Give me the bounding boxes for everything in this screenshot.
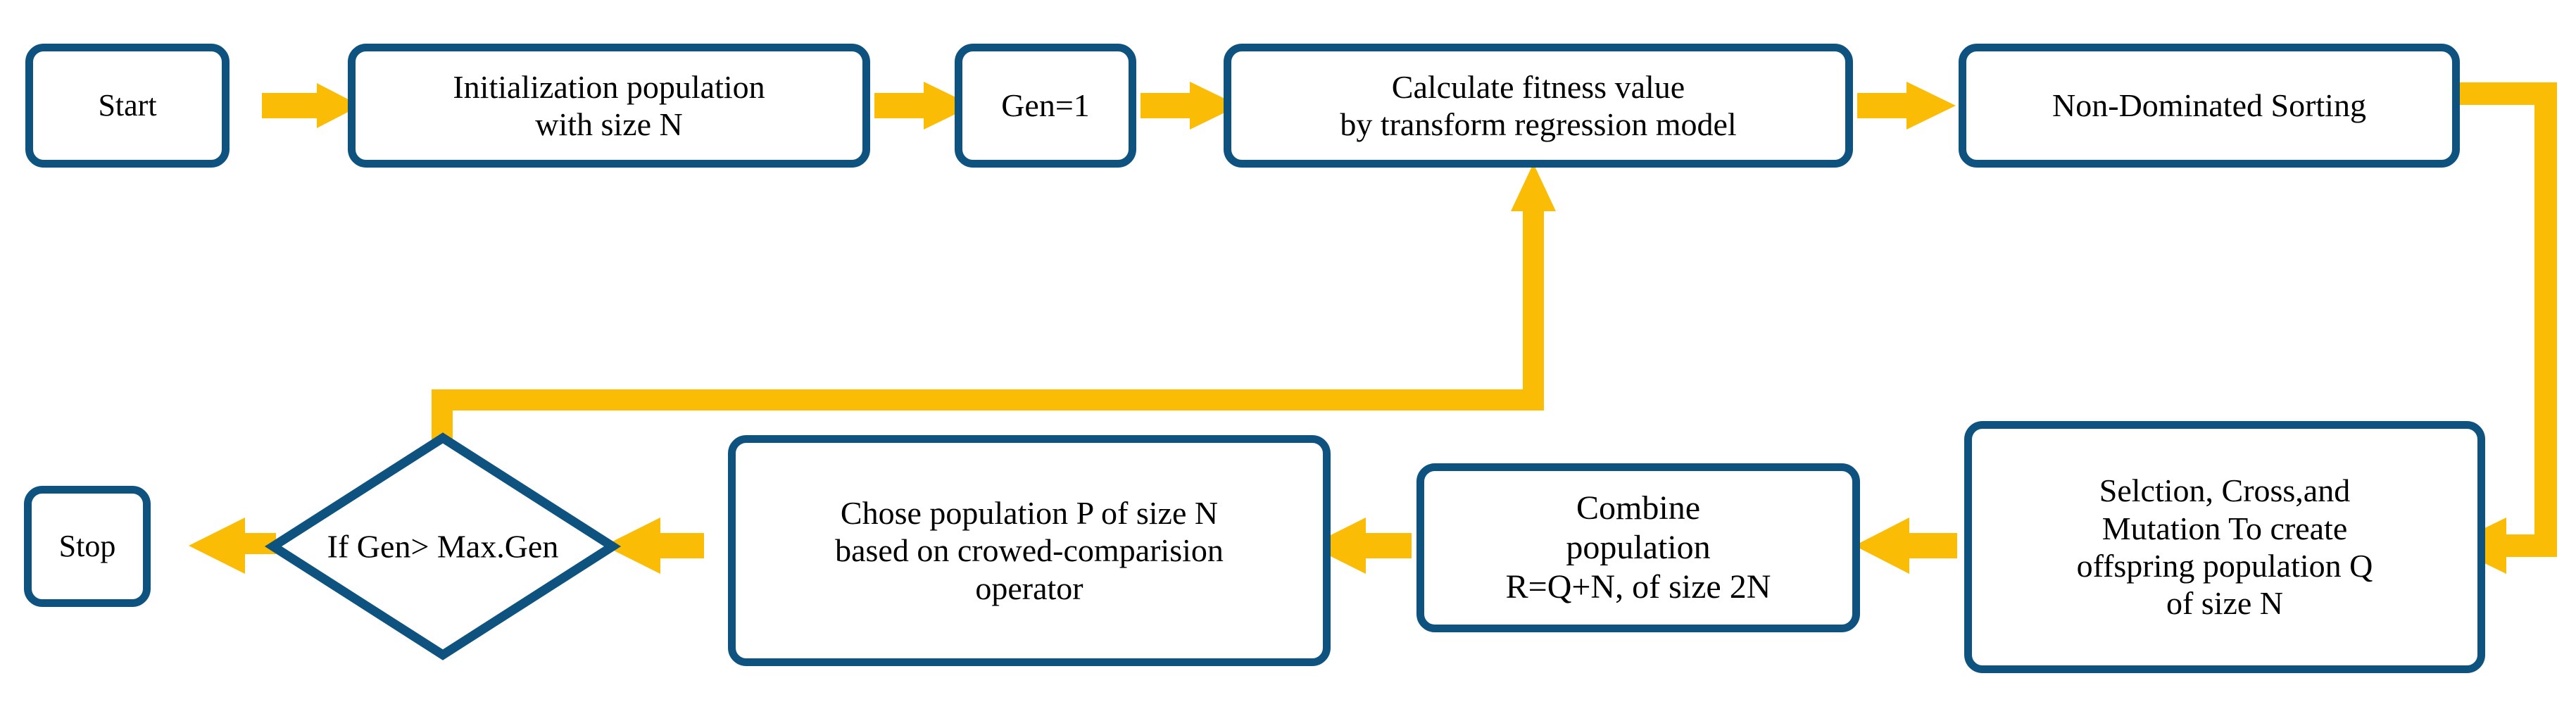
edge-init-to-gen [874,82,973,130]
node-chose-population-label: Chose population P of size N based on cr… [835,494,1224,606]
node-combine-population-label: Combine population R=Q+N, of size 2N [1505,489,1771,606]
edge-decision-to-stop [189,518,276,574]
node-calculate-fitness[interactable]: Calculate fitness value by transform reg… [1224,44,1853,168]
edge-fitness-to-sorting [1857,82,1956,130]
edge-gen-to-fitness [1141,82,1239,130]
diamond-shape [264,432,622,660]
node-stop-label: Stop [58,529,116,564]
node-combine-population[interactable]: Combine population R=Q+N, of size 2N [1416,463,1860,632]
node-selection-cross-mutation-label: Selction, Cross,and Mutation To create o… [2076,472,2373,622]
node-chose-population[interactable]: Chose population P of size N based on cr… [728,435,1331,666]
node-start[interactable]: Start [25,44,230,168]
node-initialization-population-label: Initialization population with size N [453,68,765,142]
edge-selection-to-combine [1854,518,1957,574]
node-stop[interactable]: Stop [24,486,151,607]
node-selection-cross-mutation[interactable]: Selction, Cross,and Mutation To create o… [1964,421,2485,673]
node-start-label: Start [98,88,157,123]
node-non-dominated-sorting-label: Non-Dominated Sorting [2052,87,2366,124]
edge-combine-to-chose [1309,518,1412,574]
node-non-dominated-sorting[interactable]: Non-Dominated Sorting [1959,44,2460,168]
node-decision-max-generation[interactable]: If Gen> Max.Gen [264,431,622,662]
node-generation-counter-label: Gen=1 [1001,87,1090,124]
edge-chose-to-decision [604,518,704,574]
node-decision-max-generation-label: If Gen> Max.Gen [327,528,559,565]
node-initialization-population[interactable]: Initialization population with size N [348,44,870,168]
node-generation-counter[interactable]: Gen=1 [955,44,1136,168]
node-calculate-fitness-label: Calculate fitness value by transform reg… [1340,68,1737,142]
edge-start-to-init [262,83,360,128]
edge-decision-to-fitness-feedback [432,163,1556,451]
